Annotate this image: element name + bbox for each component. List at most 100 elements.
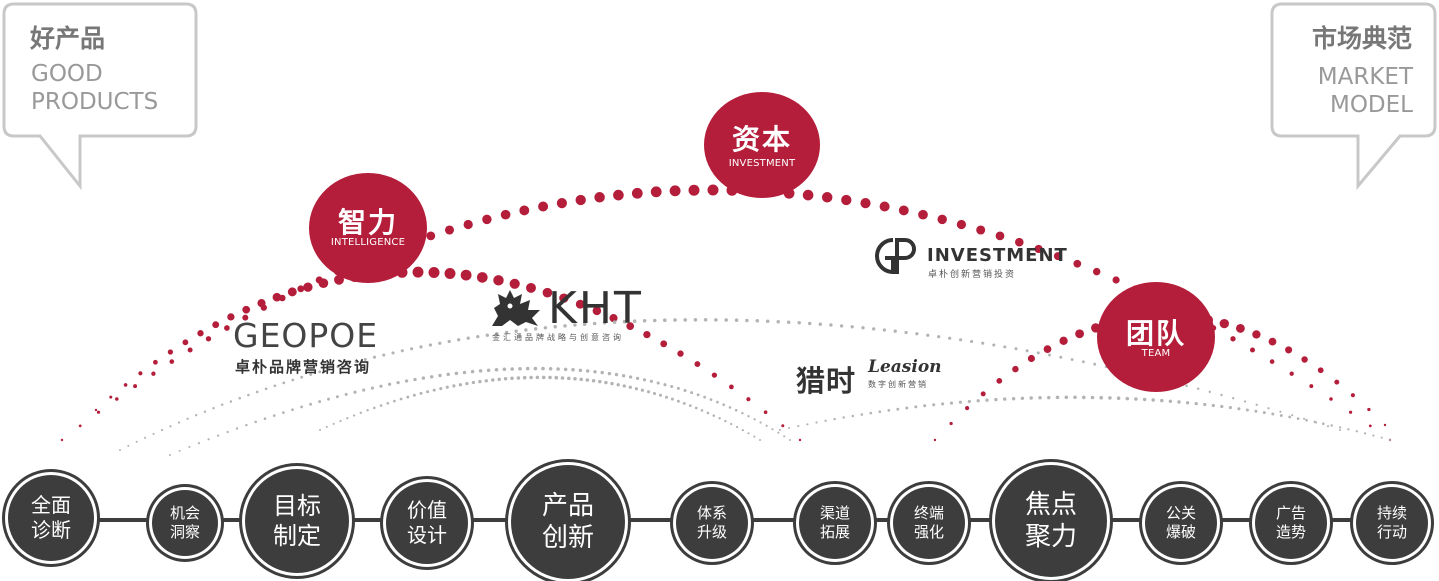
grey-arc-dot xyxy=(1196,387,1200,391)
intelligence-arc-dot xyxy=(694,361,701,368)
grey-arc-dot xyxy=(824,419,827,422)
step-3-line1: 目标 xyxy=(273,492,321,520)
grey-arc-dot xyxy=(949,401,954,405)
grey-arc-dot xyxy=(833,417,836,421)
grey-arc-dot xyxy=(457,338,461,342)
kht-lion-icon xyxy=(492,290,540,326)
grey-arc-dot xyxy=(478,379,482,384)
step-1-line1: 全面 xyxy=(31,493,71,517)
grey-arc-dot xyxy=(777,431,780,434)
grey-arc-dot xyxy=(484,379,488,383)
step-7-line2: 拓展 xyxy=(819,523,850,541)
grey-arc-dot xyxy=(1254,409,1258,413)
grey-arc-dot xyxy=(663,318,667,323)
intelligence-arc-dot xyxy=(476,272,488,283)
grey-arc-dot xyxy=(622,319,627,324)
grey-arc-dot xyxy=(652,391,657,396)
grey-arc-dot xyxy=(612,320,617,324)
grey-arc-dot xyxy=(712,414,716,417)
grey-arc-dot xyxy=(345,362,349,366)
investment-arc-dot xyxy=(1092,267,1101,276)
intelligence-arc-dot xyxy=(94,408,98,412)
investment-arc-dot xyxy=(224,325,230,331)
intelligence-arc-dot xyxy=(711,372,718,378)
grey-arc-dot xyxy=(335,395,339,399)
grey-arc-dot xyxy=(632,319,637,323)
grey-arc-dot xyxy=(905,406,909,410)
grey-arc-dot xyxy=(152,432,155,435)
investment-arc-dot xyxy=(556,198,567,209)
team-arc-dot xyxy=(996,378,1003,384)
grey-arc-dot xyxy=(363,357,367,362)
grey-arc-dot xyxy=(896,407,900,411)
grey-arc-dot xyxy=(703,395,706,399)
intelligence-arc-dot xyxy=(138,371,143,376)
grey-arc-dot xyxy=(548,367,553,371)
investment-arc-dot xyxy=(821,192,833,203)
grey-arc-dot xyxy=(366,409,369,412)
grey-arc-dot xyxy=(332,422,335,425)
grey-arc-dot xyxy=(432,388,436,392)
intelligence-arc-dot xyxy=(242,305,251,314)
grey-arc-dot xyxy=(510,376,514,381)
grey-arc-dot xyxy=(387,382,392,386)
grey-arc-dot xyxy=(604,380,608,385)
grey-arc-dot xyxy=(663,383,667,387)
grey-arc-dot xyxy=(282,381,286,385)
step-4-line2: 设计 xyxy=(407,523,447,547)
grey-arc-dot xyxy=(1070,358,1074,361)
grey-arc-dot xyxy=(220,403,224,407)
grey-arc-dot xyxy=(510,367,514,371)
grey-arc-dot xyxy=(522,375,527,380)
bubble-right-en1: MARKET xyxy=(1317,64,1413,90)
pillar-intelligence-en: INTELLIGENCE xyxy=(330,237,406,248)
investment-arc-dot xyxy=(995,231,1005,241)
grey-arc-dot xyxy=(386,401,390,405)
step-9-line1: 焦点 xyxy=(1024,489,1077,520)
grey-arc-dot xyxy=(976,399,980,403)
grey-arc-dot xyxy=(628,375,633,379)
intelligence-arc-dot xyxy=(729,384,734,390)
step-2-line1: 机会 xyxy=(169,504,200,523)
kht-logo: KHT xyxy=(548,283,643,334)
grey-arc-dot xyxy=(1047,395,1051,400)
grey-arc-dot xyxy=(741,411,744,415)
grey-arc-dot xyxy=(649,379,653,383)
team-arc-dot xyxy=(1383,423,1387,427)
grey-arc-dot xyxy=(1003,397,1007,401)
grey-arc-dot xyxy=(1151,398,1155,402)
grey-arc-dot xyxy=(665,395,668,399)
grey-arc-dot xyxy=(188,445,191,448)
grey-arc-dot xyxy=(1073,395,1077,400)
grey-arc-dot xyxy=(439,387,443,391)
investment-arc-dot xyxy=(96,410,101,414)
grey-arc-dot xyxy=(354,360,358,364)
intelligence-arc-dot xyxy=(272,292,282,302)
grey-arc-dot xyxy=(948,336,952,340)
step-product-innovation: 产品创新 xyxy=(511,465,625,579)
investment-arc-dot xyxy=(1073,259,1082,268)
grey-arc-dot xyxy=(160,428,164,432)
step-6-line2: 升级 xyxy=(696,523,727,541)
grey-arc-dot xyxy=(119,449,121,451)
team-arc-dot xyxy=(1334,379,1340,385)
grey-arc-dot xyxy=(598,379,602,384)
grey-arc-dot xyxy=(325,425,328,428)
grey-arc-dot xyxy=(815,421,818,424)
grey-arc-dot xyxy=(1303,417,1306,420)
grey-arc-dot xyxy=(722,403,726,407)
investment-arc-dot xyxy=(1112,276,1120,284)
intelligence-arc-dot xyxy=(781,424,785,428)
grey-arc-dot xyxy=(1160,398,1164,403)
grey-arc-dot xyxy=(391,351,395,355)
grey-arc-dot xyxy=(465,381,469,386)
grey-arc-dot xyxy=(683,318,687,322)
grey-arc-dot xyxy=(759,439,761,441)
grey-arc-dot xyxy=(502,367,507,372)
intelligence-arc-dot xyxy=(626,322,635,330)
grey-arc-dot xyxy=(753,418,756,421)
grey-arc-dot xyxy=(582,322,587,326)
investment-arc-dot xyxy=(187,347,193,353)
grey-arc-dot xyxy=(1093,362,1097,366)
investment-arc-dot xyxy=(669,185,681,197)
